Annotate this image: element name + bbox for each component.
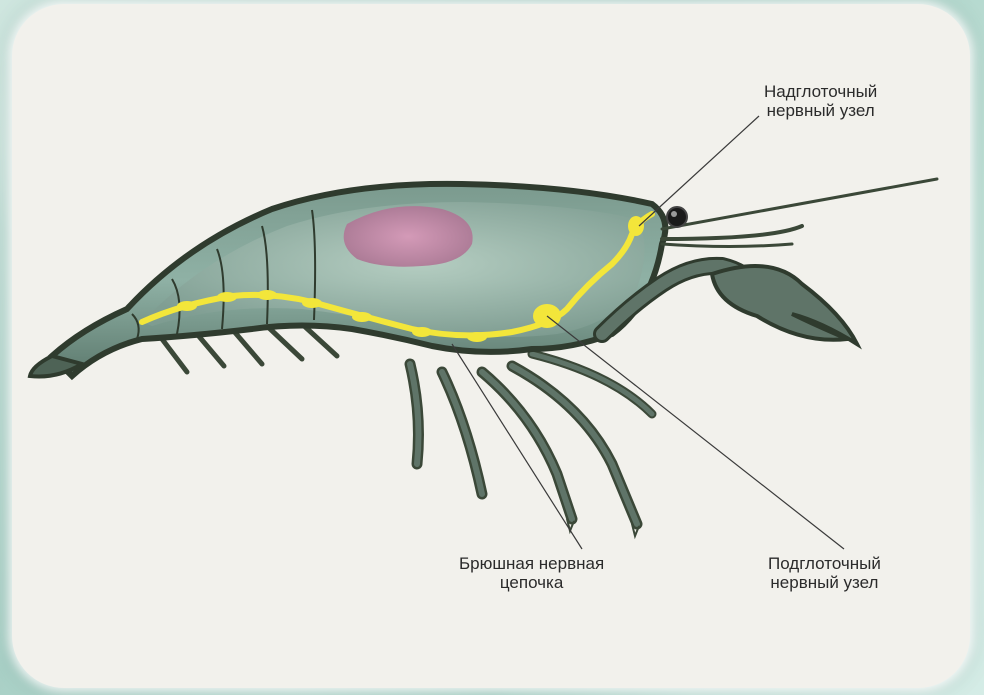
antennae bbox=[662, 179, 937, 247]
label-supraesophageal-ganglion: Надглоточный нервный узел bbox=[764, 82, 877, 120]
label-subesophageal-line1: Подглоточный bbox=[768, 554, 881, 573]
label-supraesophageal-line2: нервный узел bbox=[764, 101, 877, 120]
leg-tips bbox=[567, 519, 639, 536]
label-ventral-nerve-chain: Брюшная нервная цепочка bbox=[459, 554, 604, 592]
label-supraesophageal-line1: Надглоточный bbox=[764, 82, 877, 101]
diagram-card: Надглоточный нервный узел Брюшная нервна… bbox=[12, 4, 970, 688]
walking-legs bbox=[410, 354, 652, 524]
eye-highlight bbox=[671, 211, 677, 217]
label-ventral-chain-line2: цепочка bbox=[459, 573, 604, 592]
supraesophageal-ganglion bbox=[628, 216, 644, 236]
eye bbox=[667, 207, 687, 227]
label-subesophageal-line2: нервный узел bbox=[768, 573, 881, 592]
label-ventral-chain-line1: Брюшная нервная bbox=[459, 554, 604, 573]
label-subesophageal-ganglion: Подглоточный нервный узел bbox=[768, 554, 881, 592]
